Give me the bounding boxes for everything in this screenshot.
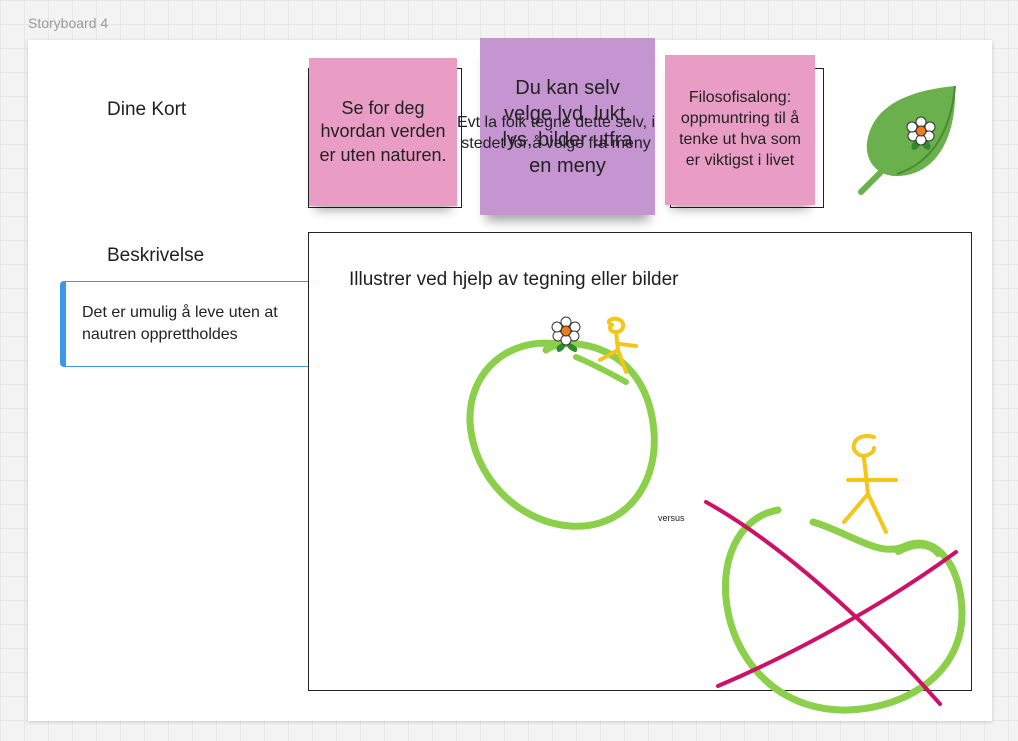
cross-mark [704, 500, 942, 706]
flower-icon [906, 116, 936, 150]
description-text: Det er umulig å leve uten at nautren opp… [82, 304, 278, 344]
sticky-note-philosophy[interactable]: Filosofisalong: oppmuntring til å tenke … [665, 55, 815, 205]
crossed-earth-drawing [721, 506, 966, 714]
description-card[interactable]: Det er umulig å leve uten at nautren opp… [60, 281, 337, 367]
sticky-note-text: Filosofisalong: oppmuntring til å tenke … [679, 89, 801, 169]
sticky-note-text: Se for deg hvordan verden er uten nature… [319, 97, 447, 165]
beskrivelse-label: Beskrivelse [107, 245, 205, 266]
sticky-note-nature[interactable]: Se for deg hvordan verden er uten nature… [309, 58, 457, 206]
versus-label: versus [658, 513, 685, 523]
leaf-icon[interactable] [855, 82, 965, 197]
healthy-earth-drawing [466, 339, 658, 530]
sticky-note-menu[interactable]: Du kan selv velge lyd, lukt, lys, bilder… [480, 38, 655, 215]
illustration-prompt: Illustrer ved hjelp av tegning eller bil… [349, 269, 679, 290]
overlay-note-text[interactable]: Evt la folk tegne dette selv, i stedet f… [456, 114, 656, 152]
board-title[interactable]: Storyboard 4 [28, 15, 109, 31]
stick-figure-upper [598, 316, 638, 374]
stick-figure-lower [842, 434, 898, 534]
flower-icon [551, 316, 581, 352]
dine-kort-label: Dine Kort [107, 99, 187, 120]
illustration-drawing [466, 316, 966, 714]
sticky-note-text: Du kan selv velge lyd, lukt, lys, bilder… [502, 76, 633, 177]
